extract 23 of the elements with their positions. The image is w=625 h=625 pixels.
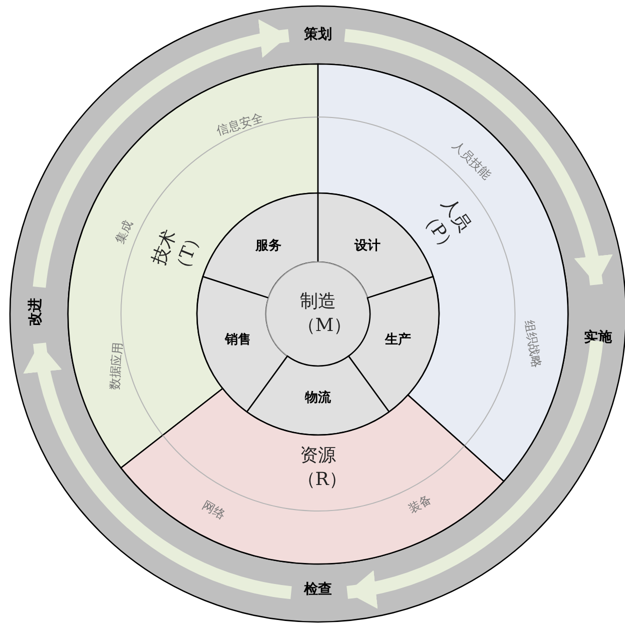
sub-label: 人员技能 <box>449 137 495 184</box>
section-title: 制造（M） <box>297 290 339 338</box>
cycle-step-label: 检查 <box>304 580 332 600</box>
cycle-arrow <box>346 340 604 607</box>
sub-label: 数据应用 <box>106 341 126 391</box>
cycle-step-label: 改进 <box>26 298 46 326</box>
section-title: 技术（T） <box>146 226 206 280</box>
segment-label: 服务 <box>256 237 282 256</box>
cycle-arrow <box>25 342 292 600</box>
sub-label: 集成 <box>112 217 136 247</box>
sub-label: 网络 <box>199 496 229 524</box>
segment-label: 设计 <box>354 237 380 256</box>
segment-label: 销售 <box>225 331 252 350</box>
sub-label: 组织战略 <box>520 318 546 370</box>
cycle-arrow <box>344 28 611 286</box>
section-title: 人员（P） <box>415 193 476 253</box>
sub-label: 信息安全 <box>214 109 266 140</box>
segment-label: 物流 <box>305 389 331 408</box>
section-title: 资源（R） <box>297 444 339 492</box>
cycle-arrow <box>32 21 290 288</box>
segment-label: 生产 <box>384 331 411 350</box>
cycle-step-label: 策划 <box>304 24 332 46</box>
sub-label: 装备 <box>405 490 435 518</box>
